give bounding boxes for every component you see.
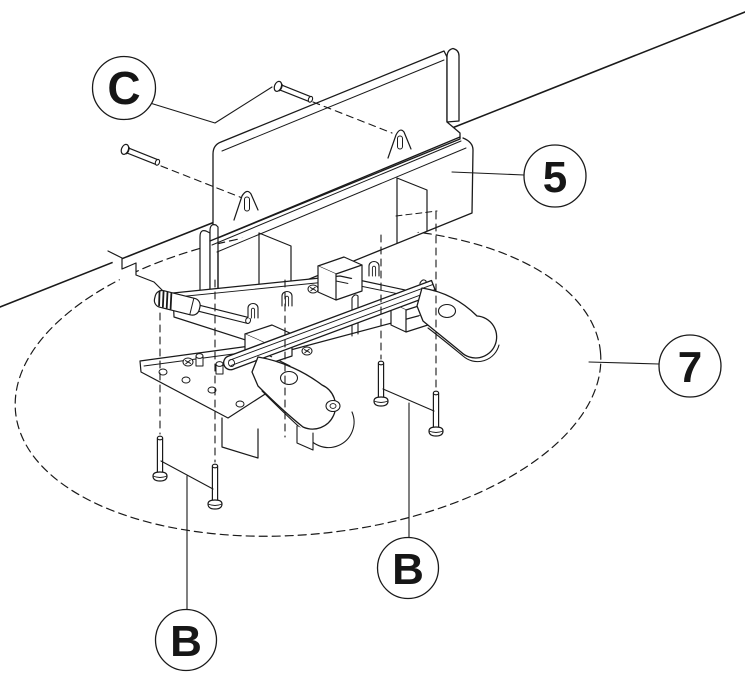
pivot-pin (325, 399, 341, 413)
shoulder-screws-c (119, 79, 393, 202)
release-lever-left (251, 356, 355, 451)
leader-c (149, 86, 273, 124)
callout-leaders (149, 86, 660, 610)
chassis-block (317, 256, 363, 301)
release-lever-right (416, 287, 500, 363)
plate-peg (195, 353, 204, 367)
bracket-ear (233, 190, 259, 221)
screw-axis-dashed (160, 165, 251, 202)
plunger-cylinder (153, 289, 252, 324)
callout-b-left: B (154, 608, 218, 672)
assembly-boundary-ellipse (14, 227, 602, 537)
projection-lines-dashed (159, 211, 437, 463)
leader-b-right (382, 388, 435, 538)
callout-5: 5 (523, 144, 587, 208)
bracket-notch (258, 232, 292, 300)
lever-bump (279, 370, 299, 386)
lever-foot (296, 425, 314, 451)
callout-b-left-label: B (170, 617, 202, 666)
latch-rail (223, 279, 438, 371)
callout-7-label: 7 (678, 343, 702, 392)
callout-5-label: 5 (543, 153, 567, 202)
leader-b-left (160, 460, 214, 610)
callout-b-right-label: B (392, 545, 424, 594)
lever-bump (437, 303, 457, 319)
plate-peg (215, 361, 224, 375)
plate-flange (221, 417, 259, 459)
callout-bubbles: C 5 7 B B (91, 55, 722, 672)
back-mounting-panel (212, 47, 461, 241)
leader-7 (588, 361, 660, 365)
callout-c-label: C (107, 62, 140, 114)
callout-c: C (91, 55, 157, 121)
bracket-notch (396, 177, 428, 244)
latch-mechanism-assembly (107, 250, 500, 459)
callout-7: 7 (658, 334, 722, 398)
screw-axis-dashed (312, 101, 393, 134)
leader-5 (451, 171, 525, 176)
bracket-ear (387, 129, 412, 159)
callout-b-right: B (376, 536, 440, 600)
